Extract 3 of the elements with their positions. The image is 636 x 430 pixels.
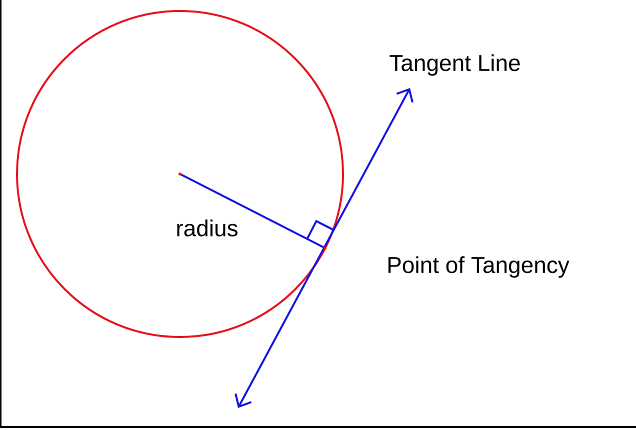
- tangent-line-label: Tangent Line: [390, 54, 520, 76]
- radius-label: radius: [177, 220, 238, 236]
- point-label: Point of Tangency: [388, 256, 570, 278]
